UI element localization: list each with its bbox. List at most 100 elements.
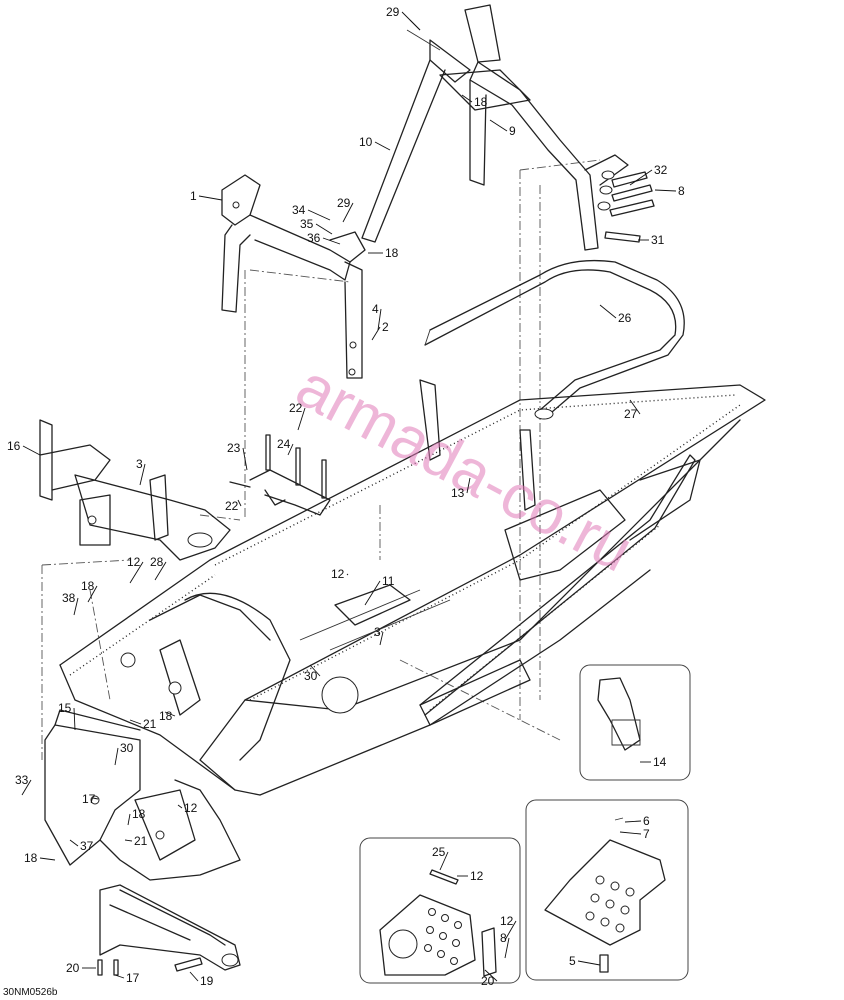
- callout-number: 7: [643, 827, 650, 841]
- callout-number: 11: [382, 574, 395, 588]
- lower-left-plate: [44, 709, 241, 881]
- centre-bracket: [229, 434, 331, 516]
- callout-leader: [139, 463, 146, 486]
- alignment-lines: [41, 159, 601, 760]
- side-rail: [419, 454, 696, 716]
- callout-number: 1: [190, 189, 197, 203]
- callout-number: 27: [624, 407, 638, 421]
- callout-number: 10: [359, 135, 373, 149]
- callout-leader: [154, 561, 167, 581]
- callout-leader: [114, 974, 125, 979]
- inset-side-panel: [359, 837, 521, 984]
- callout-number: 21: [134, 834, 148, 848]
- callout-leader: [69, 839, 79, 847]
- callout-leader: [198, 195, 223, 201]
- callout-number: 5: [569, 954, 576, 968]
- callout-leader: [297, 407, 306, 431]
- callout-number: 21: [143, 717, 157, 731]
- callout-number: 9: [509, 124, 516, 138]
- callout-number: 15: [58, 701, 72, 715]
- callout-leader: [577, 960, 601, 966]
- callout-leader: [92, 797, 99, 800]
- inset-footrest-detail: [579, 664, 691, 781]
- callout-number: 22: [289, 401, 303, 415]
- callout-number: 32: [654, 163, 668, 177]
- callout-number: 12: [184, 801, 198, 815]
- callout-leader: [309, 664, 321, 677]
- callout-leader: [307, 209, 331, 221]
- callout-leader: [21, 779, 32, 796]
- callout-leader: [371, 326, 381, 341]
- callout-number: 23: [227, 441, 241, 455]
- callout-number: 29: [337, 196, 351, 210]
- callout-number: 8: [500, 931, 507, 945]
- callout-number: 12: [470, 869, 484, 883]
- callout-leader: [237, 499, 242, 507]
- callout-leader: [484, 969, 498, 982]
- callout-number: 30: [304, 669, 318, 683]
- callout-leader: [654, 189, 677, 192]
- callout-number: 12: [127, 555, 141, 569]
- callout-number: 14: [653, 755, 667, 769]
- callout-leader: [439, 851, 449, 871]
- callout-leader: [87, 585, 98, 603]
- callout-number: 17: [126, 971, 140, 985]
- callout-leader: [73, 597, 79, 616]
- callout-leader: [129, 719, 142, 725]
- front-left-bracket: [39, 419, 231, 561]
- callout-number: 19: [200, 974, 214, 988]
- callout-number: 3: [374, 625, 381, 639]
- callout-leader: [342, 202, 354, 223]
- callout-leader: [629, 169, 653, 186]
- callout-leader: [322, 237, 341, 245]
- callout-number: 18: [132, 807, 146, 821]
- callout-number: 3: [136, 457, 143, 471]
- callout-leader: [242, 447, 248, 471]
- callout-number: 6: [643, 814, 650, 828]
- watermark-text: armada-co.ru: [285, 351, 643, 585]
- callout-number: 35: [300, 217, 314, 231]
- callout-leader: [374, 141, 391, 151]
- lower-frame-bracket: [97, 884, 241, 976]
- front-column-bracket: [221, 174, 366, 379]
- callout-number: 18: [474, 95, 488, 109]
- callout-leader: [124, 839, 133, 842]
- callout-number: 31: [651, 233, 665, 247]
- callout-number: 17: [82, 792, 96, 806]
- callout-leader: [624, 820, 642, 823]
- callout-leader: [461, 94, 473, 103]
- callout-leader: [401, 11, 421, 31]
- callout-leader: [466, 477, 471, 494]
- callout-number: 29: [386, 5, 400, 19]
- chassis-tunnel: [59, 379, 766, 796]
- callout-number: 38: [62, 591, 76, 605]
- callout-number: 13: [451, 486, 465, 500]
- callout-leader: [177, 804, 183, 809]
- callout-leader: [364, 580, 381, 606]
- steering-support-column: [361, 4, 629, 251]
- callout-number: 36: [307, 231, 321, 245]
- callout-leader: [22, 445, 41, 456]
- callout-number: 28: [150, 555, 164, 569]
- callout-leader: [504, 937, 510, 959]
- callout-number: 33: [15, 773, 29, 787]
- callout-number: 24: [277, 437, 291, 451]
- bolt-set-upper: [597, 170, 655, 243]
- callout-number: 18: [81, 579, 95, 593]
- callout-leader: [629, 399, 641, 415]
- inset-footrest-plate: [525, 799, 689, 981]
- callout-leader: [377, 308, 382, 331]
- callout-number: 12: [500, 914, 514, 928]
- callout-leader: [504, 920, 517, 941]
- callout-leader: [114, 747, 119, 766]
- callout-leader: [489, 119, 508, 132]
- callout-leader: [315, 223, 333, 235]
- callout-number: 20: [481, 974, 495, 988]
- callout-leader: [127, 813, 131, 826]
- callout-number: 37: [80, 839, 94, 853]
- callout-leader: [346, 573, 349, 576]
- callout-number: 18: [159, 709, 173, 723]
- callout-number: 12: [331, 567, 345, 581]
- handle-loop: [424, 259, 685, 420]
